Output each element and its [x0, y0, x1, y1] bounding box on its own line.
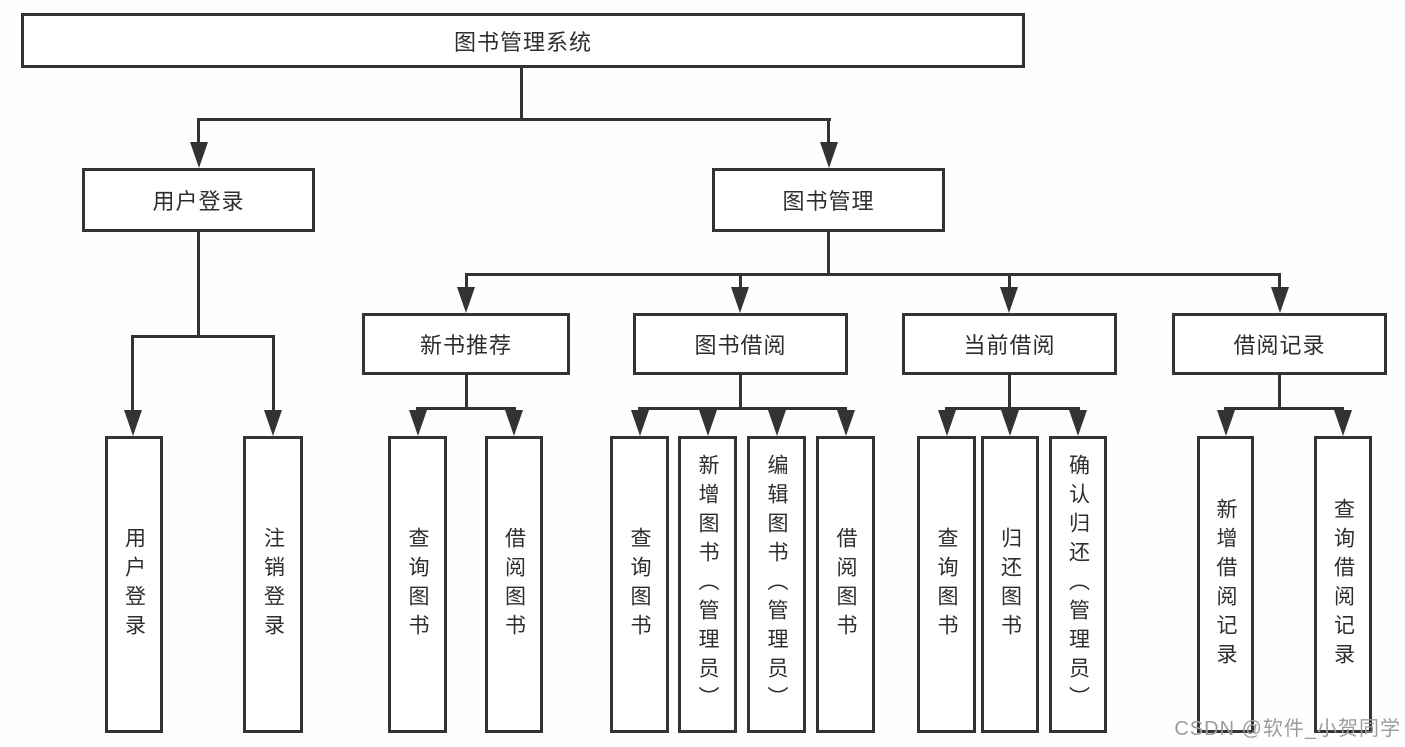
node-book-borrowing-label: 图书借阅 [694, 333, 787, 358]
leaf-add-books-admin-label: 新增图书（管理员） [696, 454, 719, 715]
connector-line [465, 375, 468, 407]
connector-line [197, 118, 831, 121]
leaf-return-books-label: 归还图书 [998, 526, 1022, 643]
connector-line [465, 273, 1281, 276]
arrow-down-icon [1001, 410, 1019, 436]
arrow-down-icon [768, 410, 786, 436]
leaf-return-books: 归还图书 [981, 436, 1039, 733]
node-borrowing-records-label: 借阅记录 [1233, 333, 1326, 358]
connector-line [465, 273, 468, 290]
connector-line [945, 407, 1080, 410]
leaf-query-books-1: 查询图书 [388, 436, 447, 733]
leaf-borrow-books-2: 借阅图书 [816, 436, 875, 733]
leaf-borrow-books-1: 借阅图书 [485, 436, 543, 733]
leaf-edit-books-admin-label: 编辑图书（管理员） [765, 454, 788, 715]
arrow-down-icon [1334, 410, 1352, 436]
arrow-down-icon [1217, 410, 1235, 436]
node-new-book-recommend-label: 新书推荐 [419, 333, 512, 358]
leaf-logout-label: 注销登录 [261, 526, 285, 643]
node-book-management-label: 图书管理 [782, 189, 875, 214]
arrow-down-icon [1069, 410, 1087, 436]
leaf-query-books-2-label: 查询图书 [628, 526, 651, 643]
connector-line [739, 273, 742, 290]
leaf-confirm-return-admin: 确认归还（管理员） [1049, 436, 1107, 733]
node-current-borrowing-label: 当前借阅 [963, 333, 1056, 358]
connector-line [416, 407, 516, 410]
arrow-down-icon [124, 410, 142, 436]
arrow-down-icon [820, 142, 838, 168]
node-book-borrowing: 图书借阅 [633, 313, 848, 375]
arrow-down-icon [1000, 287, 1018, 313]
arrow-down-icon [699, 410, 717, 436]
leaf-add-borrow-record-label: 新增借阅记录 [1214, 497, 1237, 672]
connector-line [1224, 407, 1344, 410]
arrow-down-icon [938, 410, 956, 436]
arrow-down-icon [837, 410, 855, 436]
node-user-login: 用户登录 [82, 168, 315, 232]
leaf-borrow-books-2-label: 借阅图书 [834, 526, 857, 643]
connector-line [638, 407, 847, 410]
node-root-label: 图书管理系统 [453, 29, 592, 55]
arrow-down-icon [457, 287, 475, 313]
leaf-add-books-admin: 新增图书（管理员） [678, 436, 737, 733]
arrow-down-icon [631, 410, 649, 436]
connector-line [1278, 273, 1281, 290]
leaf-borrow-books-1-label: 借阅图书 [502, 526, 526, 643]
leaf-user-login: 用户登录 [105, 436, 163, 733]
node-current-borrowing: 当前借阅 [902, 313, 1117, 375]
leaf-query-books-3: 查询图书 [917, 436, 976, 733]
leaf-query-borrow-record: 查询借阅记录 [1314, 436, 1372, 733]
leaf-query-books-1-label: 查询图书 [406, 526, 429, 643]
arrow-down-icon [731, 287, 749, 313]
connector-line [197, 118, 200, 146]
connector-line [739, 375, 742, 407]
arrow-down-icon [505, 410, 523, 436]
leaf-query-books-2: 查询图书 [610, 436, 669, 733]
node-root: 图书管理系统 [21, 13, 1025, 68]
arrow-down-icon [190, 142, 208, 168]
arrow-down-icon [409, 410, 427, 436]
node-user-login-label: 用户登录 [152, 189, 245, 214]
connector-line [131, 335, 275, 338]
node-book-management: 图书管理 [712, 168, 945, 232]
arrow-down-icon [264, 410, 282, 436]
connector-line [827, 118, 830, 146]
connector-line [827, 232, 830, 273]
leaf-logout: 注销登录 [243, 436, 303, 733]
leaf-edit-books-admin: 编辑图书（管理员） [747, 436, 806, 733]
leaf-user-login-label: 用户登录 [122, 526, 146, 643]
connector-line [1008, 273, 1011, 290]
leaf-query-borrow-record-label: 查询借阅记录 [1331, 497, 1355, 672]
connector-line [197, 232, 200, 335]
connector-line [1008, 375, 1011, 407]
arrow-down-icon [1271, 287, 1289, 313]
connector-line [272, 335, 275, 413]
leaf-confirm-return-admin-label: 确认归还（管理员） [1066, 454, 1090, 715]
node-new-book-recommend: 新书推荐 [362, 313, 570, 375]
connector-line [520, 68, 523, 120]
leaf-add-borrow-record: 新增借阅记录 [1197, 436, 1254, 733]
connector-line [131, 335, 134, 413]
node-borrowing-records: 借阅记录 [1172, 313, 1387, 375]
csdn-watermark: CSDN @软件_小贺同学 [1174, 718, 1401, 740]
leaf-query-books-3-label: 查询图书 [935, 526, 958, 643]
connector-line [1278, 375, 1281, 407]
